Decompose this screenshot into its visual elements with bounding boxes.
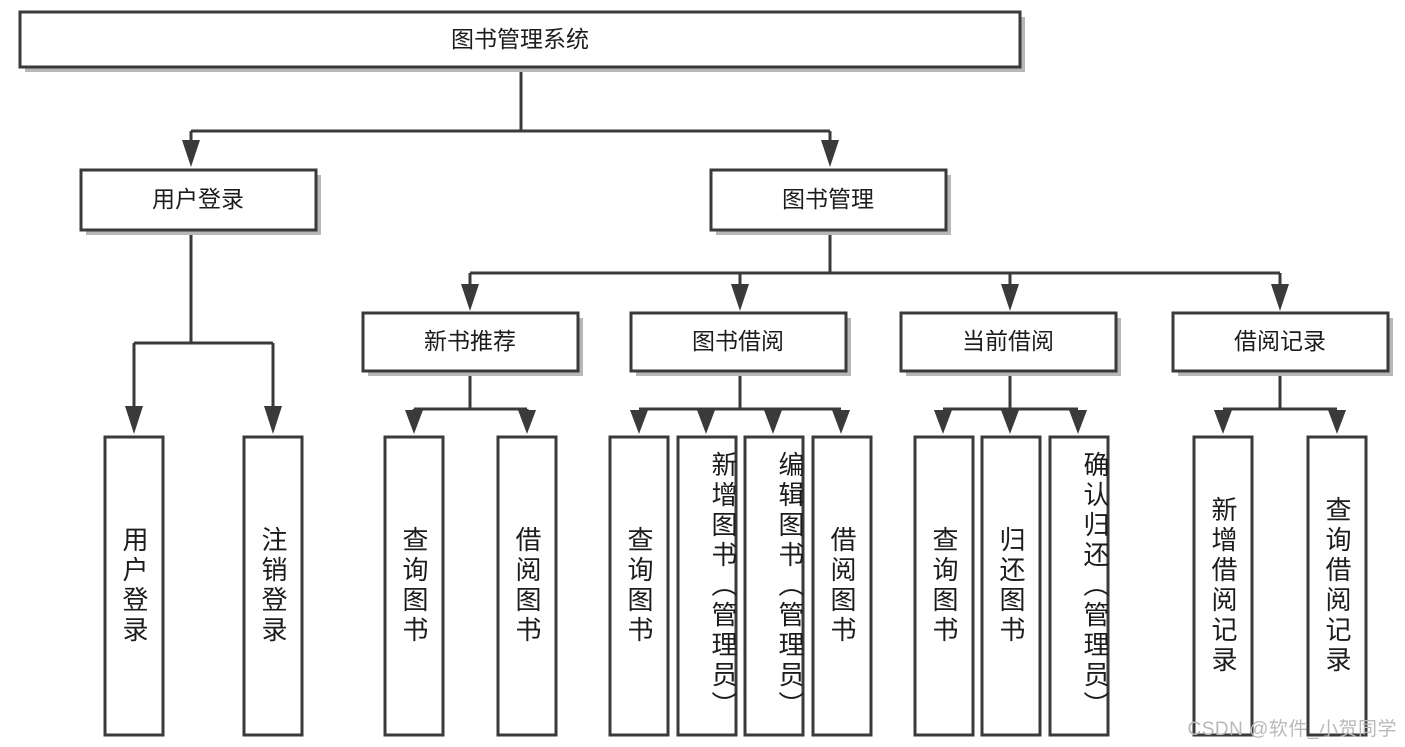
arrow-head-new-book [461,284,479,311]
connector-group-root-to-level2 [182,68,839,167]
connector-group-new-book-to-leaves [405,373,536,434]
leaf-node-user-login-login[interactable] [103,435,165,737]
connector-group-current-borrow-to-leaves [934,373,1087,434]
connector-group-user-login-to-leaves [125,233,282,434]
node-book-management-rect[interactable] [709,168,948,232]
leaf-node-newbook-query[interactable] [383,435,445,737]
arrow-head-book-mgmt [821,140,839,167]
leaf-node-newbook-borrow[interactable] [496,435,558,737]
arrow-head-book-borrow-leaf2 [697,410,715,434]
connector-group-book-borrow-to-leaves [630,373,850,434]
leaf-rect-user-login-logout[interactable] [242,435,304,737]
leaf-rect-user-login-login[interactable] [103,435,165,737]
leaf-rect-borrowrecord-add[interactable] [1192,435,1254,737]
arrow-head-book-borrow-leaf1 [630,410,648,434]
arrow-head-user-login [182,140,200,167]
arrow-head-book-borrow-leaf3 [764,410,782,434]
node-user-login-rect[interactable] [79,168,318,232]
leaf-rect-newbook-borrow[interactable] [496,435,558,737]
arrow-head-user-login-leaf1 [125,406,143,434]
arrow-head-book-borrow-leaf4 [832,410,850,434]
leaf-node-user-login-logout[interactable] [242,435,304,737]
node-new-book-recommend-label: 新书推荐 [424,328,516,354]
arrow-head-current-borrow-leaf3 [1069,410,1087,434]
leaf-rect-newbook-query[interactable] [383,435,445,737]
arrow-head-borrow-record [1271,284,1289,311]
node-borrow-record[interactable]: 借阅记录 [1171,311,1393,376]
leaf-node-bookborrow-edit[interactable] [743,435,805,737]
leaf-node-borrowrecord-add[interactable] [1192,435,1254,737]
arrow-head-book-borrow [731,284,749,311]
leaf-rect-bookborrow-borrow[interactable] [811,435,873,737]
leaf-rect-bookborrow-edit[interactable] [743,435,805,737]
node-borrow-record-rect[interactable] [1171,311,1390,373]
leaf-node-currentborrow-return[interactable] [980,435,1042,737]
connector-group-borrow-record-to-leaves [1214,373,1346,434]
node-borrow-record-label: 借阅记录 [1234,328,1326,354]
arrow-head-borrow-record-leaf2 [1328,410,1346,434]
node-book-management-label: 图书管理 [782,186,874,212]
leaf-rect-currentborrow-query[interactable] [913,435,975,737]
node-new-book-recommend[interactable]: 新书推荐 [361,311,583,376]
arrow-head-borrow-record-leaf1 [1214,410,1232,434]
arrow-head-new-book-leaf2 [518,410,536,434]
leaf-node-bookborrow-borrow[interactable] [811,435,873,737]
node-new-book-recommend-rect[interactable] [361,311,580,373]
connector-group-book-mgmt-to-level3 [461,233,1289,311]
leaf-rect-currentborrow-confirm[interactable] [1048,435,1110,737]
node-current-borrow-rect[interactable] [899,311,1118,373]
node-book-borrow-rect[interactable] [629,311,848,373]
node-user-login[interactable]: 用户登录 [79,168,321,235]
leaf-rect-borrowrecord-query[interactable] [1306,435,1368,737]
node-book-borrow-label: 图书借阅 [692,328,784,354]
node-book-management[interactable]: 图书管理 [709,168,951,235]
leaf-rect-bookborrow-add[interactable] [676,435,738,737]
node-root[interactable]: 图书管理系统 [18,10,1025,72]
arrow-head-current-borrow-leaf2 [1001,410,1019,434]
leaf-node-bookborrow-add[interactable] [676,435,738,737]
node-current-borrow-label: 当前借阅 [962,328,1054,354]
leaf-rect-currentborrow-return[interactable] [980,435,1042,737]
node-root-rect[interactable] [18,10,1022,69]
arrow-head-user-login-leaf2 [264,406,282,434]
node-book-borrow[interactable]: 图书借阅 [629,311,851,376]
leaf-node-currentborrow-confirm[interactable] [1048,435,1110,737]
arrow-head-new-book-leaf1 [405,410,423,434]
leaf-node-borrowrecord-query[interactable] [1306,435,1368,737]
leaf-node-bookborrow-query[interactable] [608,435,670,737]
leaf-node-currentborrow-query[interactable] [913,435,975,737]
node-root-label: 图书管理系统 [451,26,589,52]
arrow-head-current-borrow-leaf1 [934,410,952,434]
arrow-head-current-borrow [1001,284,1019,311]
leaf-rect-bookborrow-query[interactable] [608,435,670,737]
node-user-login-label: 用户登录 [152,186,244,212]
node-current-borrow[interactable]: 当前借阅 [899,311,1121,376]
csdn-watermark: CSDN @软件_小贺同学 [1187,719,1397,740]
